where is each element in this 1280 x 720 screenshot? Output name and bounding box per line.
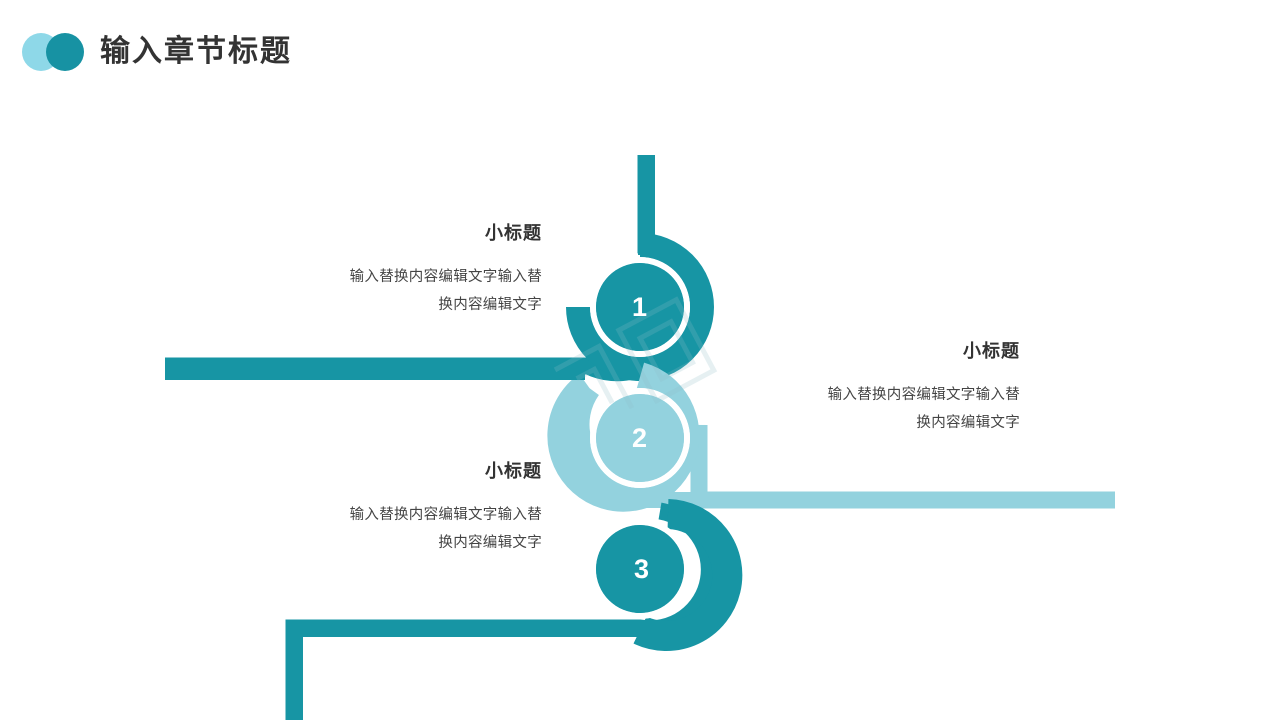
- step-3-body: 输入替换内容编辑文字输入替 换内容编辑文字: [252, 501, 542, 557]
- logo-icon: [22, 33, 94, 71]
- step-3-connector-drop: [286, 620, 303, 720]
- step-3-ring-arc: [633, 499, 743, 651]
- step-2-heading: 小标题: [963, 341, 1020, 361]
- step-1-heading: 小标题: [485, 223, 542, 243]
- step-2-body-line-1: 输入替换内容编辑文字输入替: [827, 387, 1020, 403]
- step-1-connector-bar: [165, 364, 585, 380]
- step-3-connector-bar: [286, 620, 646, 637]
- step-1-ring-gap-top: [590, 257, 690, 357]
- step-1-top-stem: [638, 155, 655, 255]
- step-1-body-line-2: 换内容编辑文字: [438, 297, 542, 313]
- page-title: 输入章节标题: [100, 35, 292, 68]
- step-2-circle-top: [596, 394, 684, 482]
- step-1-text-block: 小标题 输入替换内容编辑文字输入替 换内容编辑文字: [252, 220, 542, 319]
- step-2-number: 2: [631, 423, 649, 453]
- step-2-ring-gap-top: [590, 388, 690, 488]
- step-1-body: 输入替换内容编辑文字输入替 换内容编辑文字: [252, 263, 542, 319]
- logo-circle-dark-icon: [46, 33, 84, 71]
- step-3-body-line-2: 换内容编辑文字: [438, 535, 542, 551]
- step-3-body-line-1: 输入替换内容编辑文字输入替: [349, 507, 542, 523]
- step-1-circle-top: [596, 263, 684, 351]
- step-3-heading: 小标题: [485, 461, 542, 481]
- step-3-number: 3: [633, 554, 651, 584]
- step-2-body: 输入替换内容编辑文字输入替 换内容编辑文字: [730, 381, 1020, 437]
- step-3-ring-gap-top: [590, 519, 690, 619]
- step-1-ring-arc: [566, 233, 714, 381]
- step-2-connector-bar: [640, 492, 1115, 508]
- step-2-body-line-2: 换内容编辑文字: [916, 415, 1020, 431]
- step-3-text-block: 小标题 输入替换内容编辑文字输入替 换内容编辑文字: [252, 458, 542, 557]
- step-2-text-block: 小标题 输入替换内容编辑文字输入替 换内容编辑文字: [730, 338, 1020, 437]
- step-1-body-line-1: 输入替换内容编辑文字输入替: [349, 269, 542, 285]
- step-1-number: 1: [631, 292, 649, 322]
- slide-header: 输入章节标题: [0, 0, 1280, 100]
- step-3-circle-top: [596, 525, 684, 613]
